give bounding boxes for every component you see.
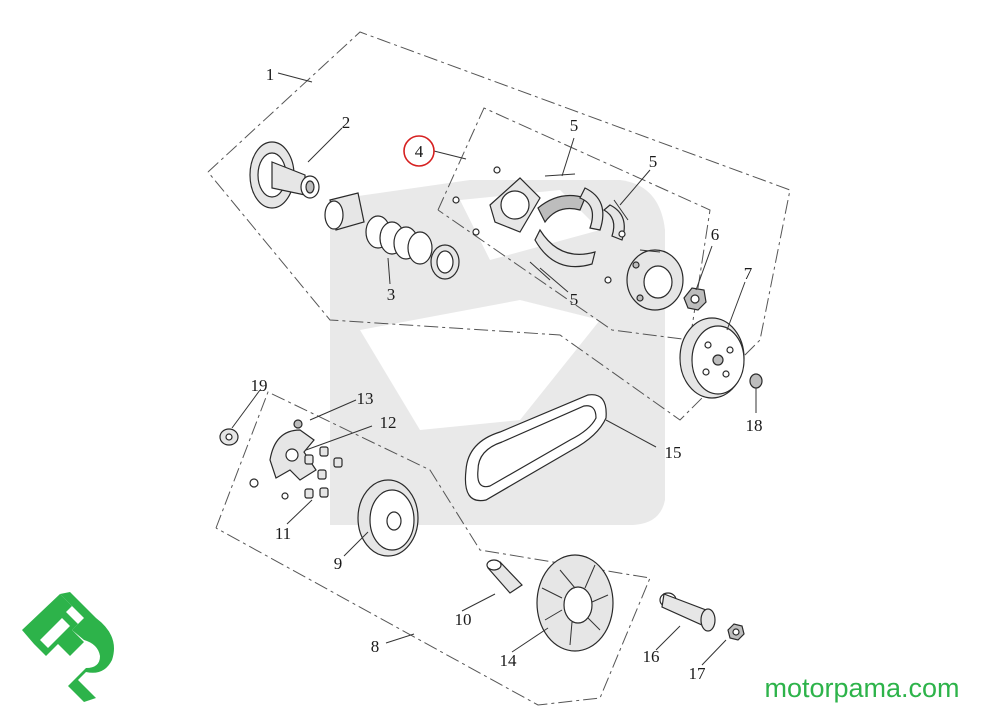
callout-19: 19 <box>251 376 268 395</box>
callout-16: 16 <box>643 647 660 666</box>
callout-4: 4 <box>415 142 424 161</box>
pulley-nut-part <box>727 623 745 641</box>
bushing-part <box>486 559 523 594</box>
nut-part <box>683 287 707 311</box>
clutch-hub-part <box>604 230 684 311</box>
ramp-plate-part <box>269 429 317 481</box>
drive-face-part <box>357 479 419 557</box>
clutch-shoe-part <box>534 187 625 268</box>
callout-1: 1 <box>266 65 275 84</box>
callout-3: 3 <box>387 285 396 304</box>
callout-9: 9 <box>334 554 343 573</box>
callout-11: 11 <box>275 524 291 543</box>
brand-logo <box>22 592 114 702</box>
highlight-circle <box>403 135 435 167</box>
callout-17: 17 <box>689 664 707 683</box>
rollers-part <box>249 419 343 500</box>
callout-10: 10 <box>455 610 472 629</box>
callout-8: 8 <box>371 637 380 656</box>
driven-pulley-part <box>249 141 320 209</box>
brand-website: motorpama.com <box>764 673 959 703</box>
spacer-part <box>659 592 716 632</box>
clutch-plate-part <box>452 166 541 236</box>
end-nut-part <box>749 373 763 389</box>
washer-part <box>219 428 239 446</box>
collar-part <box>324 192 365 231</box>
callout-12: 12 <box>380 413 397 432</box>
clutch-spring-part <box>529 173 629 281</box>
callout-6: 6 <box>711 225 720 244</box>
group-outline-driven-pulley <box>207 31 791 421</box>
callout-14: 14 <box>500 651 518 670</box>
callout-7: 7 <box>744 264 753 283</box>
callout-18: 18 <box>746 416 763 435</box>
fan-pulley-part <box>536 554 614 652</box>
callout-5-top: 5 <box>570 116 579 135</box>
callout-5-bottom: 5 <box>570 290 579 309</box>
callout-2: 2 <box>342 113 351 132</box>
leader-lines <box>231 72 757 666</box>
group-outline-clutch <box>437 107 711 341</box>
callout-15: 15 <box>665 443 682 462</box>
callouts: 1 2 3 4 5 5 5 6 7 8 9 10 11 12 13 14 15 … <box>251 65 763 683</box>
drive-belt-part <box>464 394 607 502</box>
callout-13: 13 <box>357 389 374 408</box>
callout-5-right: 5 <box>649 152 658 171</box>
clutch-outer-part <box>679 317 745 399</box>
spring-part <box>365 215 460 280</box>
